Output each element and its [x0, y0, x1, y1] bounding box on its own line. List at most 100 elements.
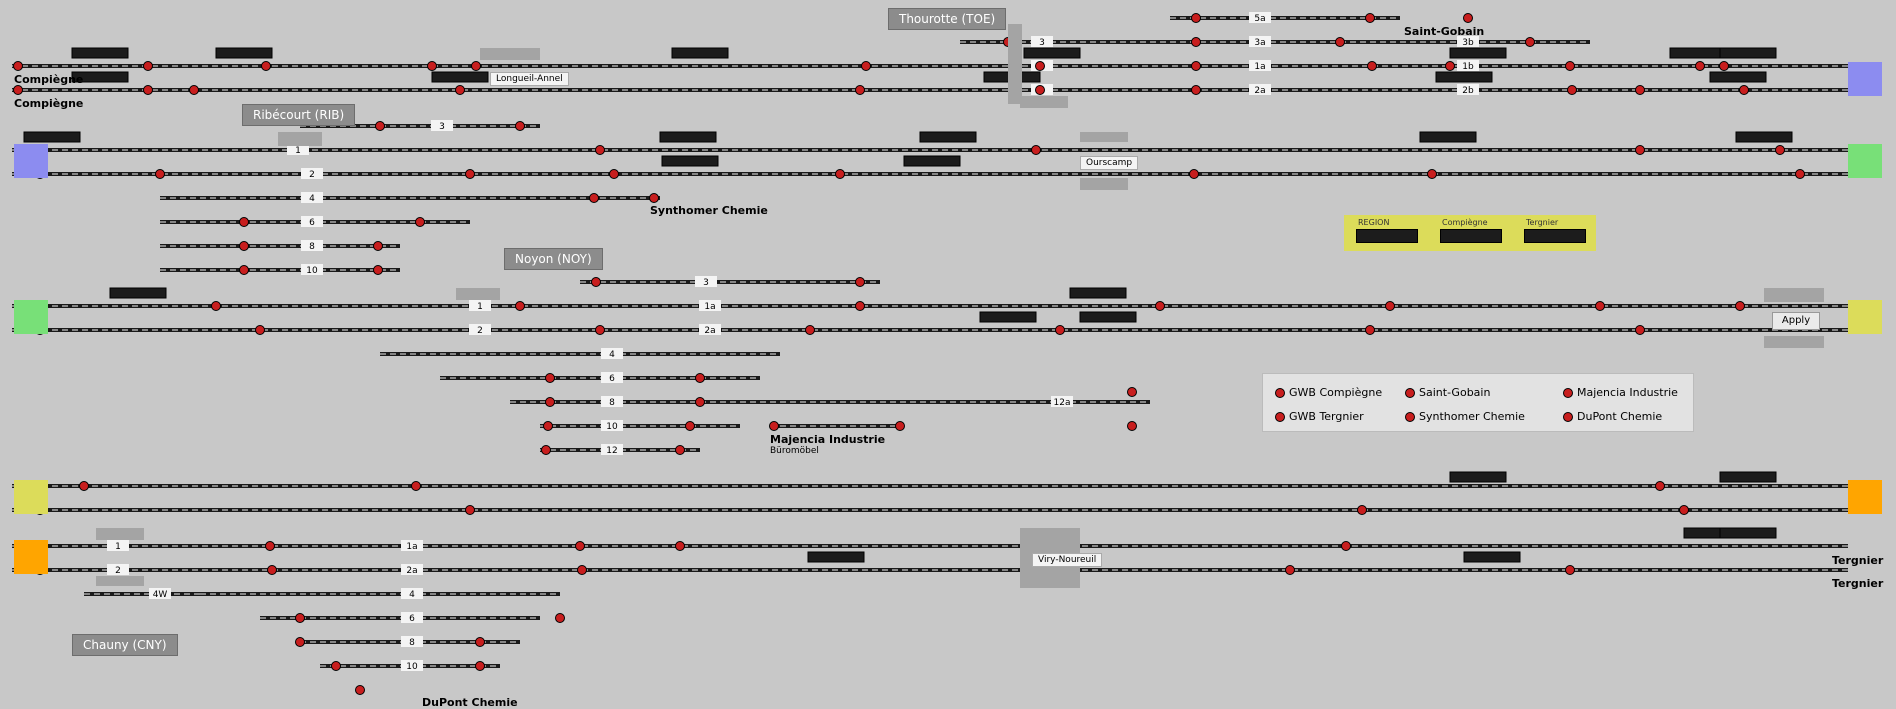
signal-icon[interactable]	[331, 661, 341, 671]
signal-icon[interactable]	[861, 61, 871, 71]
signal-icon[interactable]	[1795, 169, 1805, 179]
signal-icon[interactable]	[143, 85, 153, 95]
signal-icon[interactable]	[541, 445, 551, 455]
signal-icon[interactable]	[1335, 37, 1345, 47]
signal-icon[interactable]	[261, 61, 271, 71]
signal-icon[interactable]	[855, 301, 865, 311]
signal-icon[interactable]	[1565, 565, 1575, 575]
signal-icon[interactable]	[835, 169, 845, 179]
signal-icon[interactable]	[1595, 301, 1605, 311]
signal-icon[interactable]	[295, 637, 305, 647]
signal-icon[interactable]	[267, 565, 277, 575]
edge-chauny-top-right[interactable]	[1848, 480, 1882, 514]
signal-icon[interactable]	[471, 61, 481, 71]
signal-icon[interactable]	[411, 481, 421, 491]
edge-noyon-left[interactable]	[14, 300, 48, 334]
signal-icon[interactable]	[595, 145, 605, 155]
signal-icon[interactable]	[695, 373, 705, 383]
signal-icon[interactable]	[695, 397, 705, 407]
edge-chauny-top-left[interactable]	[14, 480, 48, 514]
signal-icon[interactable]	[375, 121, 385, 131]
signal-icon[interactable]	[545, 373, 555, 383]
signal-icon[interactable]	[675, 445, 685, 455]
signal-icon[interactable]	[427, 61, 437, 71]
signal-icon[interactable]	[515, 121, 525, 131]
signal-icon[interactable]	[609, 169, 619, 179]
signal-icon[interactable]	[805, 325, 815, 335]
signal-icon[interactable]	[1191, 61, 1201, 71]
signal-icon[interactable]	[1035, 61, 1045, 71]
signal-icon[interactable]	[595, 325, 605, 335]
signal-icon[interactable]	[1735, 301, 1745, 311]
signal-icon[interactable]	[239, 241, 249, 251]
signal-icon[interactable]	[295, 613, 305, 623]
signal-icon[interactable]	[1055, 325, 1065, 335]
signal-icon[interactable]	[1031, 145, 1041, 155]
signal-icon[interactable]	[675, 541, 685, 551]
signal-icon[interactable]	[1035, 85, 1045, 95]
signal-icon[interactable]	[1191, 85, 1201, 95]
signal-icon[interactable]	[515, 301, 525, 311]
signal-icon[interactable]	[545, 397, 555, 407]
signal-icon[interactable]	[475, 661, 485, 671]
signal-icon[interactable]	[1525, 37, 1535, 47]
signal-icon[interactable]	[1341, 541, 1351, 551]
signal-icon[interactable]	[1695, 61, 1705, 71]
signal-icon[interactable]	[211, 301, 221, 311]
edge-compiegne-top[interactable]	[1848, 62, 1882, 96]
signal-icon[interactable]	[475, 637, 485, 647]
signal-icon[interactable]	[1127, 421, 1137, 431]
signal-icon[interactable]	[855, 85, 865, 95]
signal-icon[interactable]	[455, 85, 465, 95]
signal-icon[interactable]	[591, 277, 601, 287]
signal-icon[interactable]	[355, 685, 365, 695]
signal-icon[interactable]	[373, 265, 383, 275]
signal-icon[interactable]	[685, 421, 695, 431]
signal-icon[interactable]	[155, 169, 165, 179]
signal-icon[interactable]	[769, 421, 779, 431]
signal-icon[interactable]	[577, 565, 587, 575]
signal-icon[interactable]	[1365, 325, 1375, 335]
signal-icon[interactable]	[1191, 37, 1201, 47]
signal-icon[interactable]	[143, 61, 153, 71]
signal-icon[interactable]	[1191, 13, 1201, 23]
signal-icon[interactable]	[79, 481, 89, 491]
signal-icon[interactable]	[13, 61, 23, 71]
signal-icon[interactable]	[1679, 505, 1689, 515]
signal-icon[interactable]	[1357, 505, 1367, 515]
signal-icon[interactable]	[1285, 565, 1295, 575]
signal-icon[interactable]	[265, 541, 275, 551]
signal-icon[interactable]	[1385, 301, 1395, 311]
signal-icon[interactable]	[1775, 145, 1785, 155]
edge-ribecourt-right[interactable]	[1848, 144, 1882, 178]
signal-icon[interactable]	[575, 541, 585, 551]
edge-noyon-right[interactable]	[1848, 300, 1882, 334]
signal-icon[interactable]	[1719, 61, 1729, 71]
signal-icon[interactable]	[895, 421, 905, 431]
signal-icon[interactable]	[543, 421, 553, 431]
signal-icon[interactable]	[1189, 169, 1199, 179]
signal-icon[interactable]	[373, 241, 383, 251]
signal-icon[interactable]	[1463, 13, 1473, 23]
edge-chauny-bottom-left[interactable]	[14, 540, 48, 574]
signal-icon[interactable]	[1367, 61, 1377, 71]
signal-icon[interactable]	[465, 169, 475, 179]
signal-icon[interactable]	[1565, 61, 1575, 71]
signal-icon[interactable]	[555, 613, 565, 623]
signal-icon[interactable]	[1365, 13, 1375, 23]
signal-icon[interactable]	[13, 85, 23, 95]
signal-icon[interactable]	[1155, 301, 1165, 311]
signal-icon[interactable]	[465, 505, 475, 515]
signal-icon[interactable]	[1635, 145, 1645, 155]
signal-icon[interactable]	[1445, 61, 1455, 71]
signal-icon[interactable]	[855, 277, 865, 287]
signal-icon[interactable]	[255, 325, 265, 335]
signal-icon[interactable]	[239, 265, 249, 275]
signal-icon[interactable]	[1127, 387, 1137, 397]
signal-icon[interactable]	[189, 85, 199, 95]
apply-button[interactable]: Apply	[1772, 312, 1820, 330]
signal-icon[interactable]	[1635, 85, 1645, 95]
signal-icon[interactable]	[1635, 325, 1645, 335]
signal-icon[interactable]	[1567, 85, 1577, 95]
edge-ribecourt-left[interactable]	[14, 144, 48, 178]
